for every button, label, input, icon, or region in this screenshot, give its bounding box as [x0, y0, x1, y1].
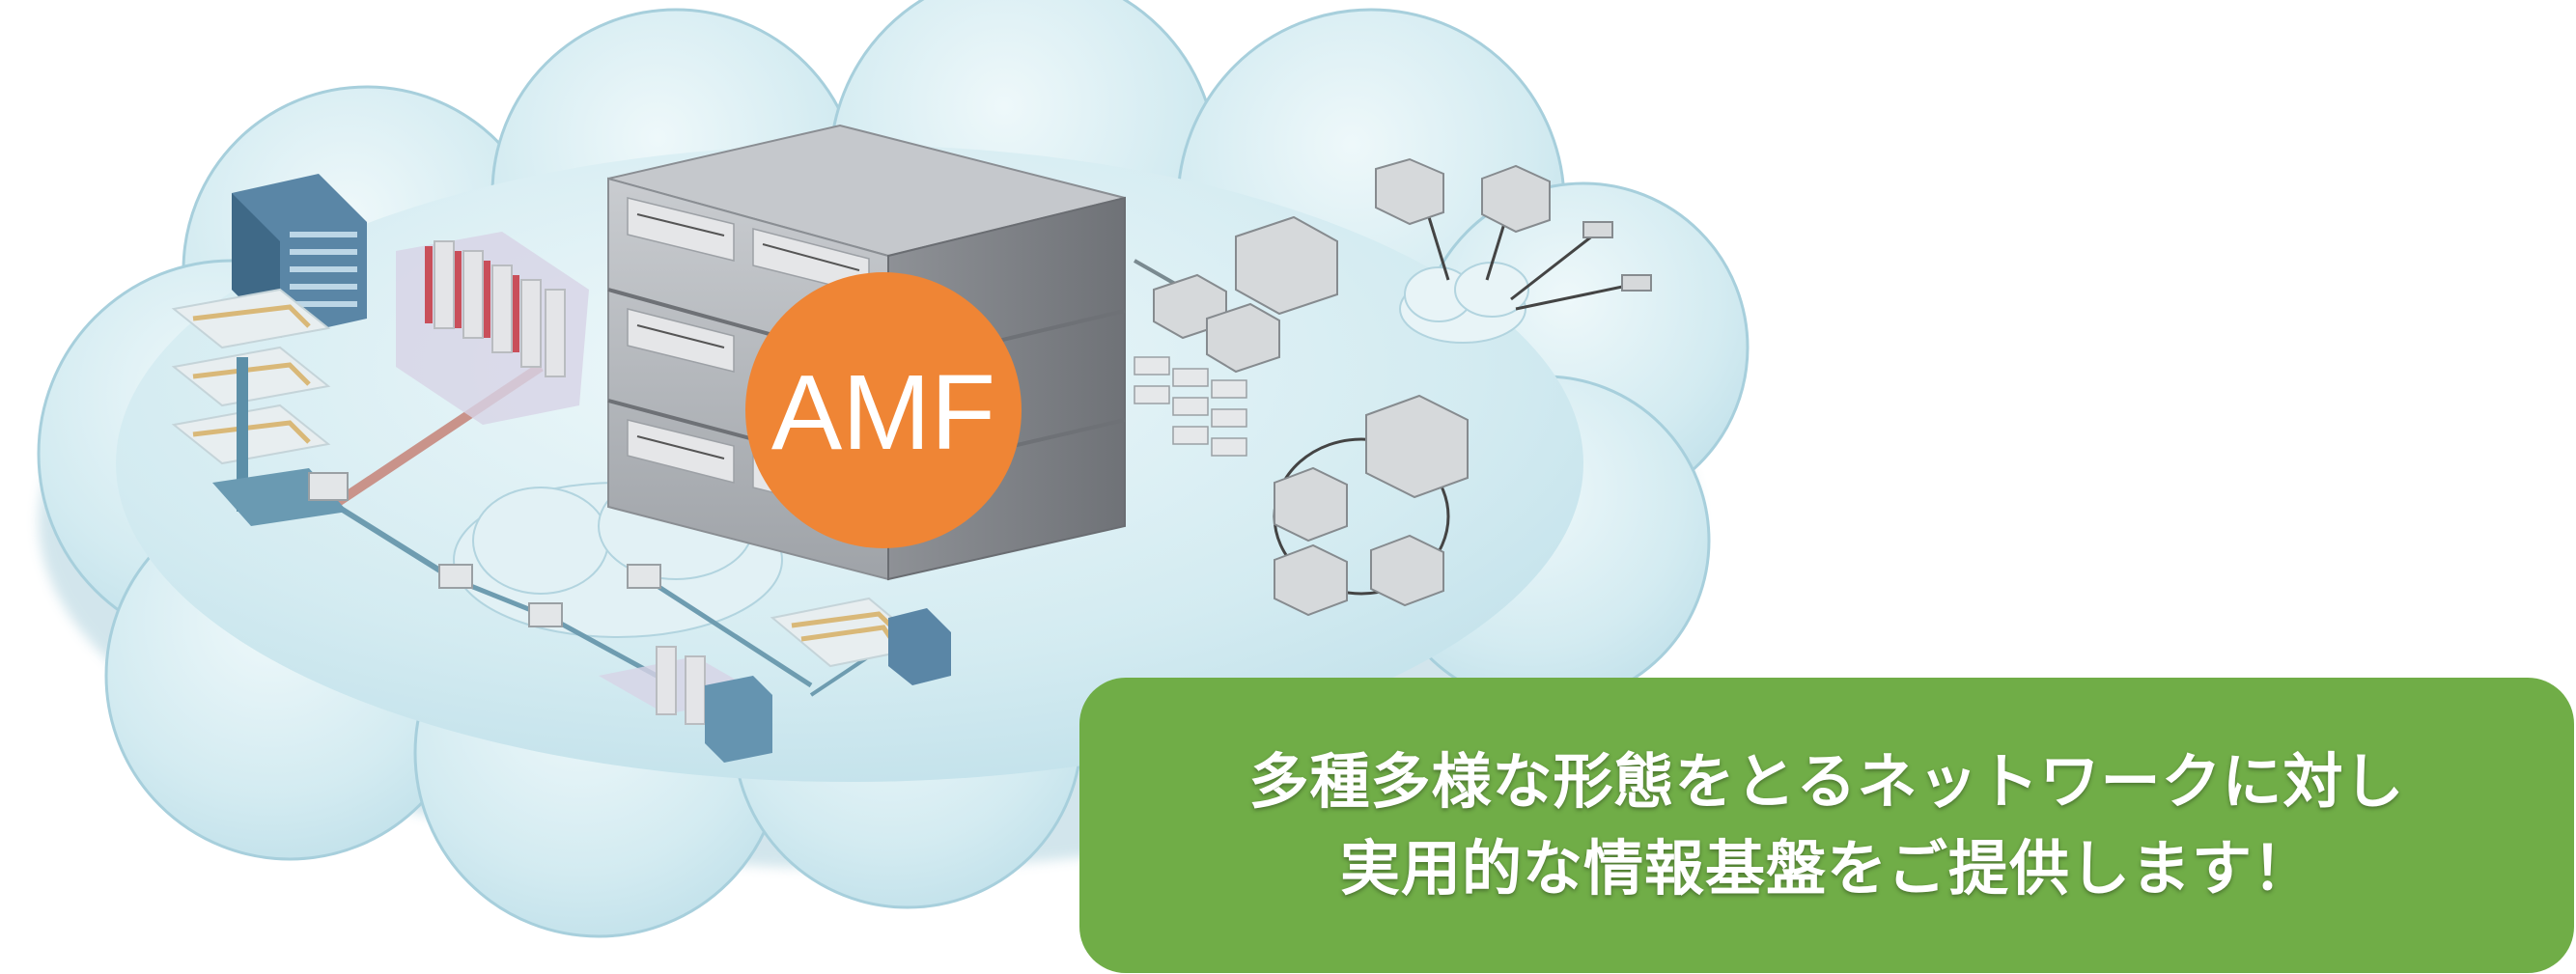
access-switch-grid [1134, 356, 1247, 457]
ring-network [1274, 394, 1469, 617]
callout-line-1: 多種多様な形態をとるネットワークに対し [1248, 746, 2405, 817]
branch-site [599, 646, 772, 763]
data-center-room [396, 232, 589, 425]
amf-label: AMF [771, 353, 995, 472]
edge-switches [308, 472, 661, 627]
amf-badge: AMF [745, 272, 1022, 548]
callout-banner: 多種多様な形態をとるネットワークに対し 実用的な情報基盤をご提供します！ [1079, 678, 2574, 973]
remote-servers [1375, 157, 1652, 292]
distribution-switches [1153, 215, 1338, 374]
branch-floor [770, 597, 951, 685]
inner-cloud-right [1399, 262, 1529, 344]
callout-line-2: 実用的な情報基盤をご提供します！ [1339, 833, 2313, 904]
